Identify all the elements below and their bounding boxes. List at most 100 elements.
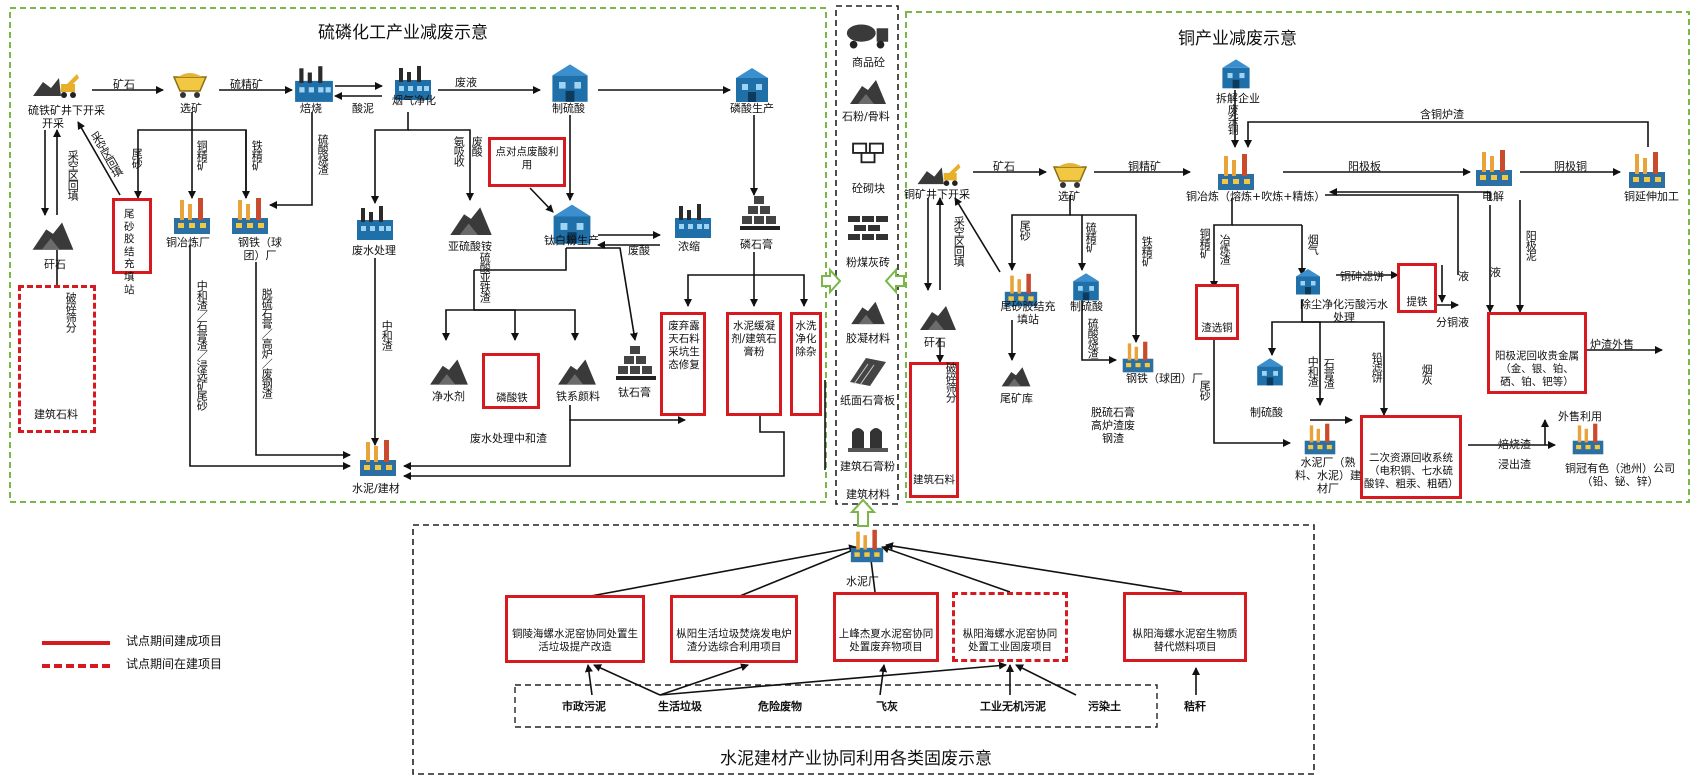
smoke-ash-v: 烟灰 bbox=[1420, 364, 1434, 384]
crush-v-left: 破碎筛分 bbox=[64, 292, 78, 332]
block-icon bbox=[852, 142, 884, 164]
project-box-1 bbox=[505, 595, 645, 663]
rock-pile-icon bbox=[32, 222, 74, 250]
project-4-text: 枞阳海螺水泥窑协同处置工业固废项目 bbox=[962, 628, 1058, 654]
tailing-box-text: 尾砂胶结充填站 bbox=[124, 208, 135, 296]
red-box-cement-retarder bbox=[726, 312, 782, 416]
rolling-label: 铜延伸加工 bbox=[1624, 190, 1679, 203]
cu-concentrate-label: 选矿 bbox=[1058, 190, 1080, 203]
copper-smelter-label: 铜冶炼厂 bbox=[166, 236, 210, 249]
cu-sulfuric-icon bbox=[1073, 273, 1099, 301]
cu-ore-label: 矿石 bbox=[993, 160, 1015, 173]
cu-iron-plant-icon bbox=[1122, 341, 1154, 373]
project-box-5 bbox=[1123, 592, 1247, 662]
bottom-cement-icon bbox=[850, 529, 884, 563]
desulf-v: 脱硫石膏／高炉／废钢渣 bbox=[260, 288, 274, 398]
scrap-v: 废杂铜 bbox=[1226, 104, 1240, 134]
copper-smelter-icon bbox=[174, 198, 210, 234]
phosphogypsum-label: 磷石膏 bbox=[740, 238, 773, 251]
waste-0: 市政污泥 bbox=[562, 700, 606, 713]
cu-rock-icon bbox=[920, 306, 956, 330]
mid-item-5: 纸面石膏板 bbox=[840, 394, 895, 407]
fe-sulfite-v: 硫酸亚铁渣 bbox=[478, 252, 492, 302]
bottom-section-title: 水泥建材产业协同利用各类固废示意 bbox=[720, 749, 992, 769]
ammonium-pile-icon bbox=[450, 207, 492, 235]
mid-item-3: 粉煤灰砖 bbox=[846, 256, 890, 269]
red-box-tailing bbox=[112, 198, 152, 274]
iron-red-label: 铁系颜料 bbox=[556, 390, 600, 403]
phosphogypsum-icon bbox=[740, 196, 780, 230]
tailing-pond-label: 尾矿库 bbox=[1000, 392, 1033, 405]
cu-tailing-station-label: 尾砂胶结充填站 bbox=[1000, 300, 1056, 327]
ammonia-v: 氨吸收 bbox=[452, 136, 466, 166]
cu-mine-label: 铜矿井下开采 bbox=[904, 188, 970, 201]
liquid2-label: 液 bbox=[1490, 266, 1501, 279]
cu-sulfuric2-icon bbox=[1257, 358, 1283, 386]
iron-red-icon bbox=[558, 359, 596, 385]
cu-acid-slag-v: 硫酸烧渣 bbox=[1086, 318, 1100, 358]
outsale-label: 外售利用 bbox=[1558, 410, 1602, 423]
dismantle-icon bbox=[1222, 59, 1250, 89]
waste-rock-label: 矸石 bbox=[44, 258, 66, 271]
cu-tailing-v: 尾砂 bbox=[1018, 220, 1032, 240]
cu-iron-plant-label: 钢铁（球团）厂 bbox=[1126, 372, 1203, 385]
mine-icon bbox=[33, 74, 79, 98]
legend-building: 试点期间在建项目 bbox=[126, 657, 223, 671]
wastewater-slag-label: 废水处理中和渣 bbox=[470, 432, 547, 445]
bottom-cement-label: 水泥厂 bbox=[846, 575, 879, 588]
mid-item-4: 胶凝材料 bbox=[846, 332, 890, 345]
phos-label: 磷酸生产 bbox=[730, 102, 774, 115]
mine-label: 硫铁矿井下开采 bbox=[28, 104, 105, 117]
anode-label: 阳极板 bbox=[1348, 160, 1381, 173]
waste-acid2-label: 废酸 bbox=[628, 244, 650, 257]
ashslag-label: 焙烧渣 bbox=[1498, 438, 1531, 451]
ferrous-text: 磷酸铁 bbox=[496, 392, 528, 404]
rolling-icon bbox=[1629, 152, 1665, 188]
legend-solid-line bbox=[42, 641, 110, 645]
lead-cake-v: 铅滤饼 bbox=[1370, 352, 1384, 382]
roast-label: 焙烧 bbox=[300, 102, 322, 115]
cu-conc-v: 铜精矿 bbox=[195, 140, 209, 170]
roast-factory-icon bbox=[295, 66, 333, 102]
cement-left-label: 水泥/建材 bbox=[352, 482, 400, 495]
cathode-label: 阴极铜 bbox=[1554, 160, 1587, 173]
tailing-v: 尾砂 bbox=[130, 148, 144, 168]
cu-desulf-label: 脱硫石膏高炉渣废钢渣 bbox=[1091, 406, 1135, 446]
bricks-icon bbox=[848, 216, 888, 240]
cu-backfill-v: 采空区回填 bbox=[952, 216, 966, 266]
red-box-secondary bbox=[1360, 415, 1462, 499]
waste-acid-v: 废酸 bbox=[470, 136, 484, 156]
water-wash-text: 水洗净化除杂 bbox=[795, 320, 817, 359]
stone-powder-icon bbox=[850, 80, 886, 104]
red-box-building-stone bbox=[18, 285, 96, 433]
crush-v-right: 破碎筛分 bbox=[944, 362, 958, 402]
building-stone-left-label: 建筑石料 bbox=[34, 408, 78, 421]
red-box-ferrous bbox=[482, 353, 540, 409]
slag-v: 冶炼渣 bbox=[1218, 234, 1232, 264]
titanium-label: 钛白粉生产 bbox=[544, 234, 599, 247]
red-box-anode-mud bbox=[1487, 312, 1587, 394]
acid-mud-label: 酸泥 bbox=[352, 102, 374, 115]
project-5-text: 枞阳海螺水泥窑生物质替代燃料项目 bbox=[1132, 628, 1238, 654]
quarry-text: 废弃露天石料采坑生态修复 bbox=[668, 320, 700, 372]
red-box-cu-stone bbox=[909, 362, 959, 498]
project-box-2 bbox=[670, 595, 798, 663]
cart-icon bbox=[173, 72, 207, 99]
legend-built: 试点期间建成项目 bbox=[126, 634, 223, 648]
sulfuric-label: 制硫酸 bbox=[552, 102, 585, 115]
red-box-iron-rm bbox=[1397, 263, 1437, 313]
cement-plant-left-icon bbox=[360, 440, 396, 476]
project-box-3 bbox=[833, 592, 939, 662]
iron-plant-label: 钢铁（球团）厂 bbox=[238, 236, 282, 263]
waste-2: 危险废物 bbox=[758, 700, 802, 713]
cu-cement-icon bbox=[1304, 423, 1336, 455]
cu-smelt-label: 铜冶炼（熔炼+吹炼+精炼） bbox=[1186, 190, 1326, 203]
leach-label: 浸出渣 bbox=[1498, 458, 1531, 471]
fusion-out-label: 炉渣外售 bbox=[1590, 338, 1634, 351]
dismantle-label: 拆解企业 bbox=[1216, 92, 1260, 105]
gypsum-powder-icon bbox=[848, 428, 888, 452]
cu-filter-label: 铜砷滤饼 bbox=[1340, 270, 1384, 283]
cu-sulf-conc-v: 硫精矿 bbox=[1084, 222, 1098, 252]
water-purifier-label: 净水剂 bbox=[432, 390, 465, 403]
